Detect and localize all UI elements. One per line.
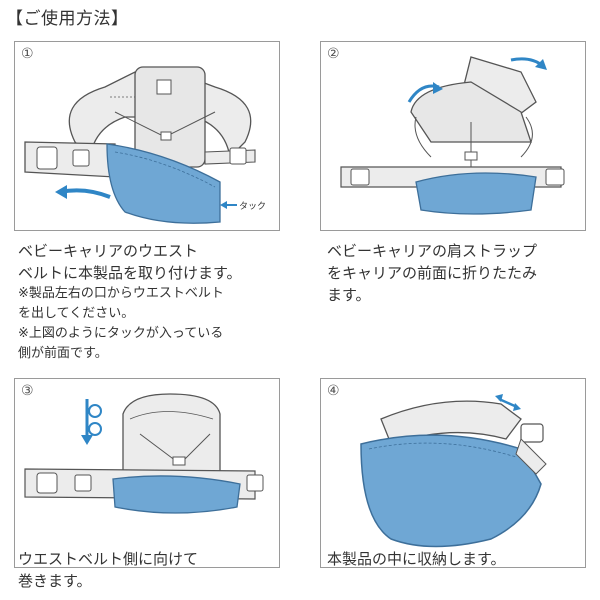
cover-product	[112, 475, 241, 514]
step2-caption: ベビーキャリアの肩ストラップ をキャリアの前面に折りたたみ ます。	[327, 242, 538, 304]
carrier-body	[122, 393, 221, 490]
adjust-arrow-icon	[498, 397, 518, 409]
step3-illustration: ③	[14, 378, 280, 568]
page-title: 【ご使用方法】	[6, 9, 129, 29]
step4-illustration: ④	[320, 378, 586, 568]
step3-number: ③	[21, 383, 34, 399]
tack-label: タック	[239, 202, 267, 212]
arrow-left-icon	[59, 188, 111, 199]
cover-product	[415, 172, 537, 215]
cover-product	[106, 143, 221, 224]
step1-caption: ベビーキャリアのウエスト ベルトに本製品を取り付けます。 ※製品左右の口からウエ…	[18, 242, 242, 361]
step4-caption: 本製品の中に収納します。	[327, 550, 506, 568]
step2-number: ②	[327, 46, 340, 62]
step4-number: ④	[327, 383, 340, 399]
step2-illustration: ②	[320, 41, 586, 231]
cover-product	[360, 434, 542, 548]
step3-caption: ウエストベルト側に向けて 巻きます。	[18, 550, 199, 590]
step1-illustration: ① タック	[14, 41, 280, 231]
step1-number: ①	[21, 46, 34, 62]
